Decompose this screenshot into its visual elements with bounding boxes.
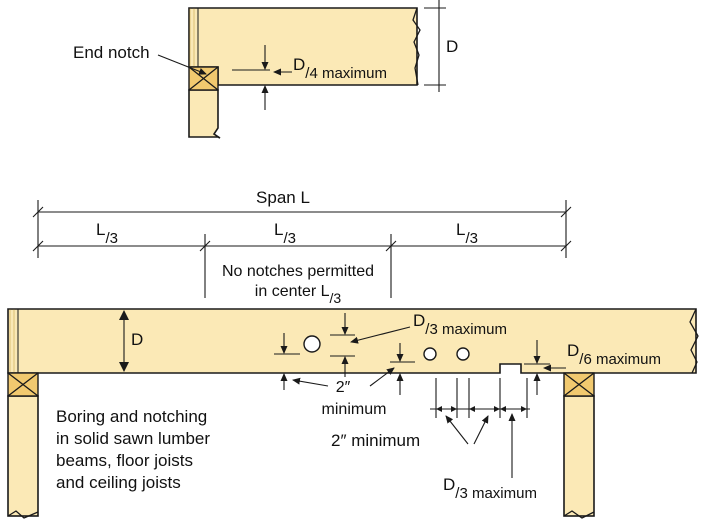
beam-depth-label: D — [131, 330, 143, 349]
third-label-1: L/3 — [96, 220, 118, 247]
thirds-tick-4 — [560, 240, 572, 252]
top-joist-end-grain — [188, 7, 199, 68]
left-post-break — [7, 510, 39, 519]
right-bearing-block-x — [563, 372, 595, 397]
center-note-line2: in center L/3 — [255, 283, 342, 306]
beam-end-grain — [7, 308, 19, 374]
center-note-line1: No notches permitted — [222, 263, 374, 280]
notch-length-label: D/3 maximum — [443, 475, 537, 502]
edge-leader-left — [292, 377, 329, 387]
end-notch-label: End notch — [73, 43, 150, 62]
bored-hole-small-1 — [423, 347, 437, 361]
bored-hole-large — [303, 335, 321, 353]
left-post — [7, 395, 39, 517]
notch-depth-label: D/6 maximum — [567, 341, 661, 368]
top-post — [188, 89, 221, 139]
end-notch-detail: End notch D/4 maximum D — [73, 0, 458, 139]
span-total-label: Span L — [256, 188, 310, 207]
spacing-label: 2″ minimum — [331, 431, 420, 450]
edge-distance-line1: 2″ — [336, 379, 351, 396]
hole-limit-label: D/3 maximum — [413, 311, 507, 338]
top-notch-limit: D/4 maximum — [293, 55, 387, 82]
third-label-2: L/3 — [274, 220, 296, 247]
hole-limit-leader — [350, 326, 411, 344]
spacing-leader-1 — [445, 415, 469, 445]
beam-depth-arrow-bottom — [119, 362, 129, 372]
left-bearing-block-x — [7, 372, 39, 397]
spacing-arrows — [436, 406, 527, 412]
caption-line-1: Boring and notching — [56, 407, 207, 426]
caption-line-4: and ceiling joists — [56, 473, 181, 492]
end-notch-leader — [157, 54, 207, 75]
third-label-3: L/3 — [456, 220, 478, 247]
spacing-leader-2 — [473, 415, 489, 445]
span-dimensions: Span L L/3 L/3 L/3 No notches permitted … — [32, 188, 572, 306]
caption-line-2: in solid sawn lumber — [56, 429, 210, 448]
beam-depth-arrow-top — [119, 310, 129, 320]
beam-break — [689, 308, 699, 374]
top-joist-break — [412, 7, 421, 86]
span-tick-right — [560, 206, 572, 218]
right-post — [563, 395, 595, 517]
right-post-break — [563, 510, 595, 519]
edge-distance-line2: minimum — [322, 401, 387, 418]
thirds-tick-1 — [32, 240, 44, 252]
caption-line-3: beams, floor joists — [56, 451, 193, 470]
bored-hole-small-2 — [456, 347, 470, 361]
top-bearing-block-x — [188, 66, 219, 91]
edge-leader-right — [369, 367, 395, 387]
top-depth-label: D — [446, 37, 458, 56]
beam-assembly: D D/3 maximum 2″ minimum D/6 maximum — [7, 308, 699, 519]
span-tick-left — [32, 206, 44, 218]
